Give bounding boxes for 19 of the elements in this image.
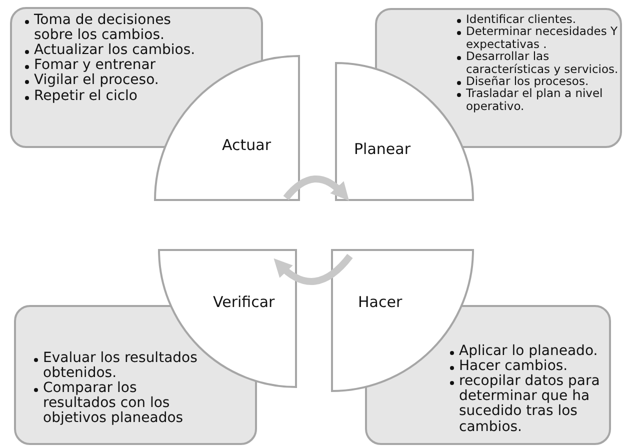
bullet-text: Actualizar los cambios. bbox=[34, 42, 196, 58]
bullet-text: Trasladar el plan a nivel operativo. bbox=[466, 86, 603, 113]
bullet-text: Evaluar los resultados obtenidos. bbox=[43, 350, 198, 382]
stage-label: Verificar bbox=[213, 293, 275, 311]
bullet-text: recopilar datos para determinar que ha sucedido tras los cambios. bbox=[459, 373, 600, 435]
bullet-text: Determinar necesidades Y expectativas . bbox=[466, 24, 618, 51]
bullet-text: Hacer cambios. bbox=[459, 358, 568, 374]
bullet-text: Toma de decisiones sobre los cambios. bbox=[34, 12, 171, 44]
bullet-text: Fomar y entrenar bbox=[34, 57, 156, 74]
stage-label: Actuar bbox=[222, 136, 271, 154]
bullet-text: Comparar los resultados con los objetivos planeados bbox=[43, 380, 184, 426]
bullet-text: Vigilar el proceso. bbox=[34, 72, 159, 88]
bullet-text: Identificar clientes. bbox=[466, 12, 576, 26]
bullet-text: Diseñar los procesos. bbox=[466, 74, 589, 88]
stage-label: Hacer bbox=[358, 293, 402, 311]
bullet-text: Repetir el ciclo bbox=[34, 88, 138, 104]
stage-label: Planear bbox=[354, 140, 410, 158]
bullet-text: Aplicar lo planeado. bbox=[459, 343, 598, 359]
bullet-text: Desarrollar las características y servicios. bbox=[466, 49, 618, 76]
